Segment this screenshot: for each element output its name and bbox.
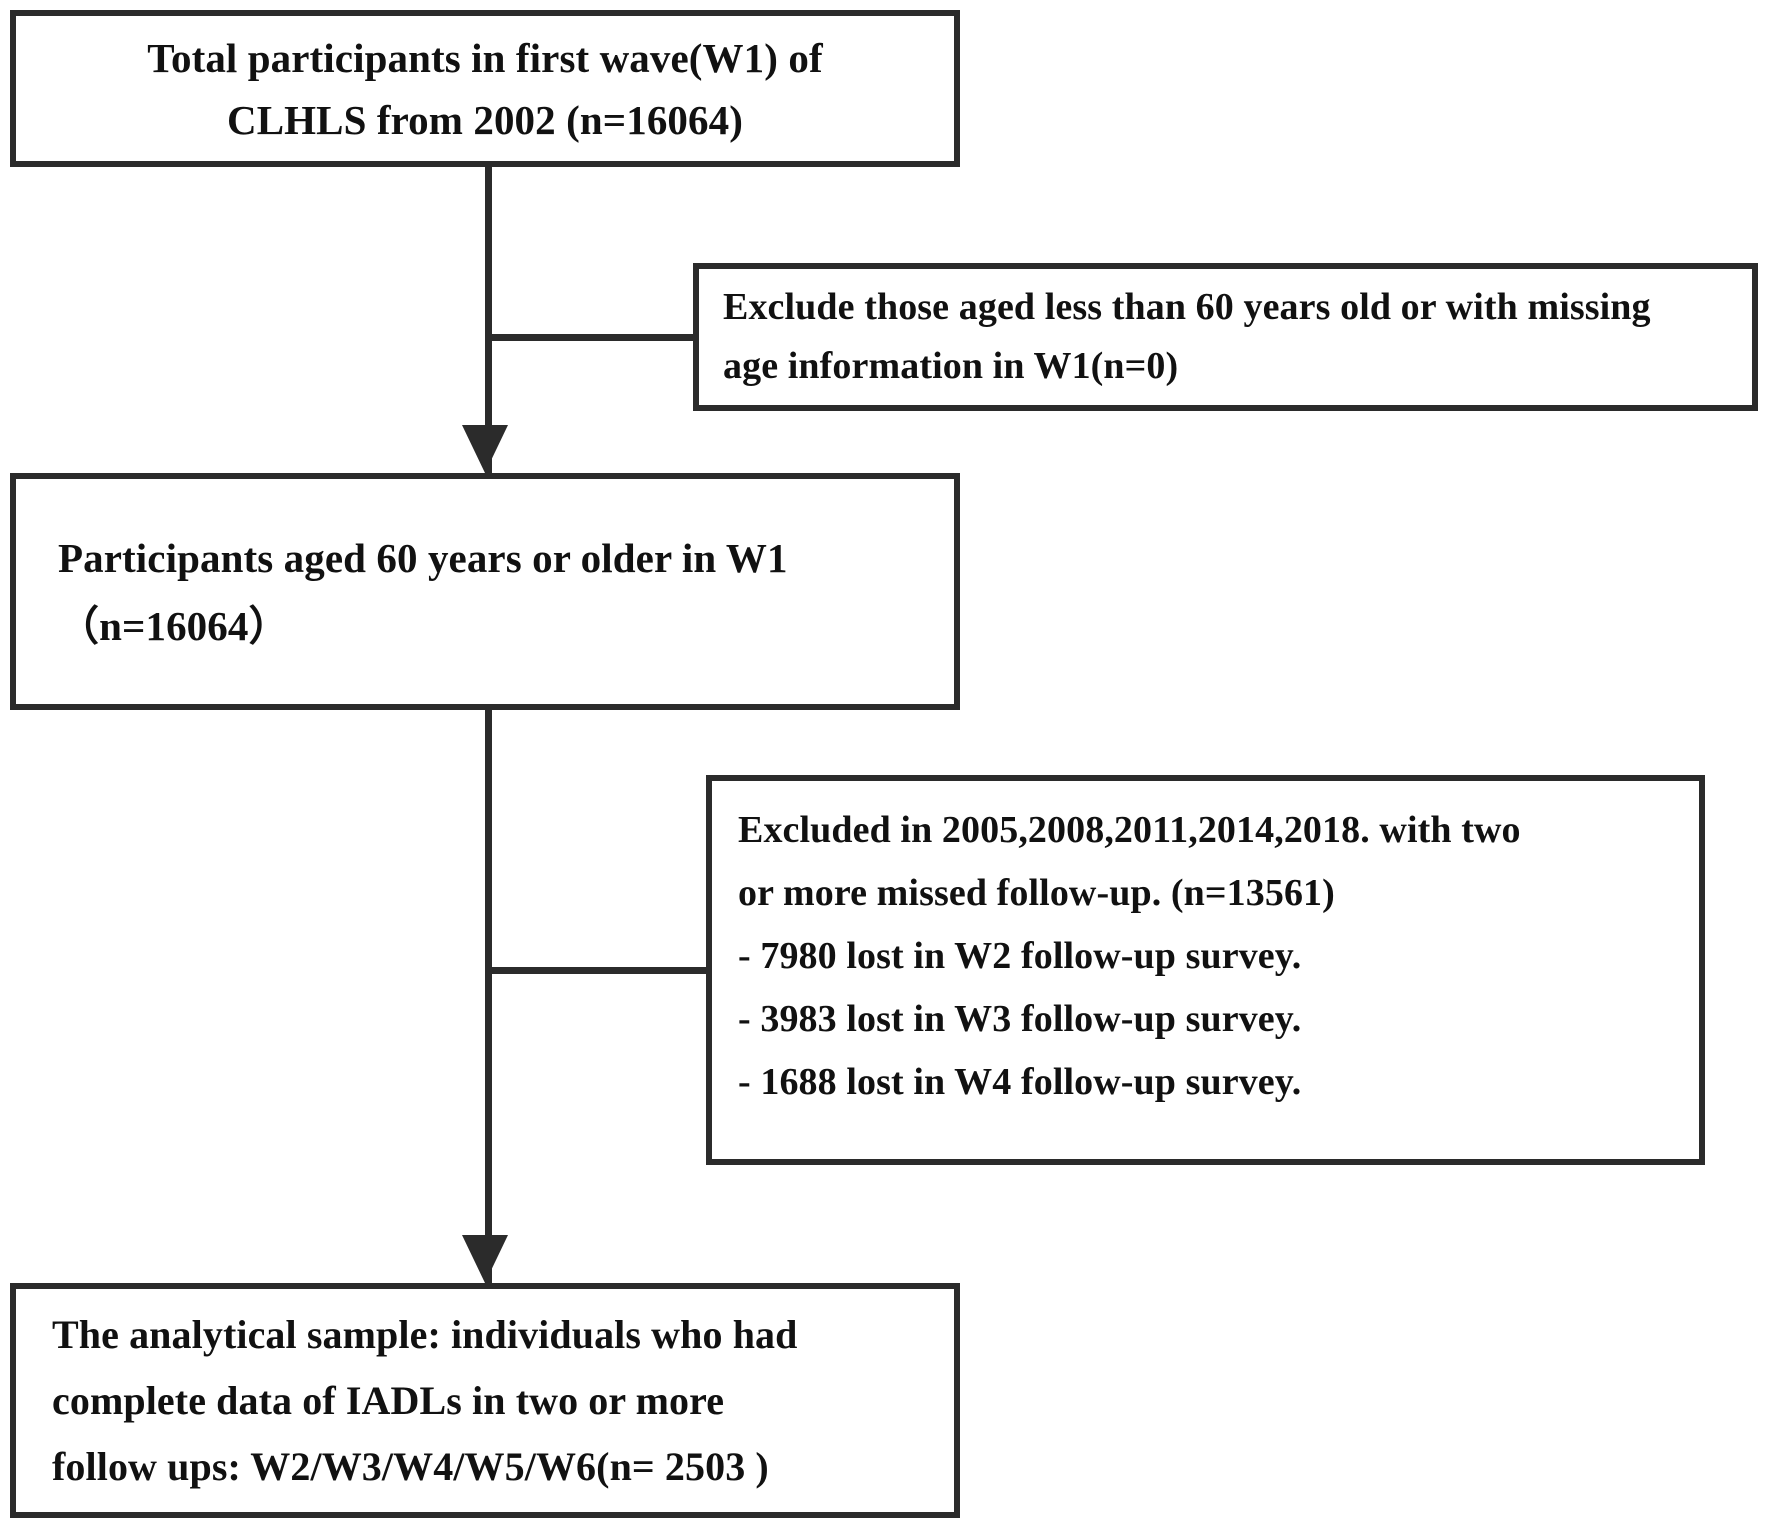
node-exclude-age-line-2: age information in W1(n=0) (723, 345, 1179, 387)
connector-aged60-to-sample (485, 710, 492, 1283)
node-exclude-followup-line-2: or more missed follow-up. (n=13561) (738, 872, 1335, 914)
node-exclude-followup-line-3: - 7980 lost in W2 follow-up survey. (738, 935, 1302, 977)
connector-total-to-aged60 (485, 167, 492, 473)
node-exclude-followup-line-5: - 1688 lost in W4 follow-up survey. (738, 1061, 1302, 1103)
node-total-participants-line-2: CLHLS from 2002 (n=16064) (227, 96, 743, 143)
node-aged-60-or-older: Participants aged 60 years or older in W… (10, 473, 960, 710)
node-analytical-sample-line-3: follow ups: W2/W3/W4/W5/W6(n= 2503 ) (52, 1443, 769, 1489)
connector-branch-to-exclude-age (485, 334, 700, 341)
node-analytical-sample-line-1: The analytical sample: individuals who h… (52, 1311, 798, 1357)
node-total-participants: Total participants in first wave(W1) of … (10, 10, 960, 167)
node-aged-60-or-older-line-1: Participants aged 60 years or older in W… (58, 534, 788, 581)
node-total-participants-line-1: Total participants in first wave(W1) of (147, 34, 823, 81)
arrowhead-down-to-sample (462, 1235, 508, 1283)
node-aged-60-or-older-line-2: （n=16064） (58, 602, 290, 649)
arrowhead-down-to-aged60 (462, 425, 508, 473)
connector-branch-to-exclude-followup (485, 967, 713, 974)
node-exclude-followup-line-1: Excluded in 2005,2008,2011,2014,2018. wi… (738, 809, 1521, 851)
node-exclude-age-line-1: Exclude those aged less than 60 years ol… (723, 286, 1651, 328)
node-analytical-sample-line-2: complete data of IADLs in two or more (52, 1377, 725, 1423)
node-analytical-sample: The analytical sample: individuals who h… (10, 1283, 960, 1518)
node-exclude-age: Exclude those aged less than 60 years ol… (693, 263, 1758, 411)
node-exclude-followup-line-4: - 3983 lost in W3 follow-up survey. (738, 998, 1302, 1040)
node-exclude-followup: Excluded in 2005,2008,2011,2014,2018. wi… (706, 775, 1705, 1165)
